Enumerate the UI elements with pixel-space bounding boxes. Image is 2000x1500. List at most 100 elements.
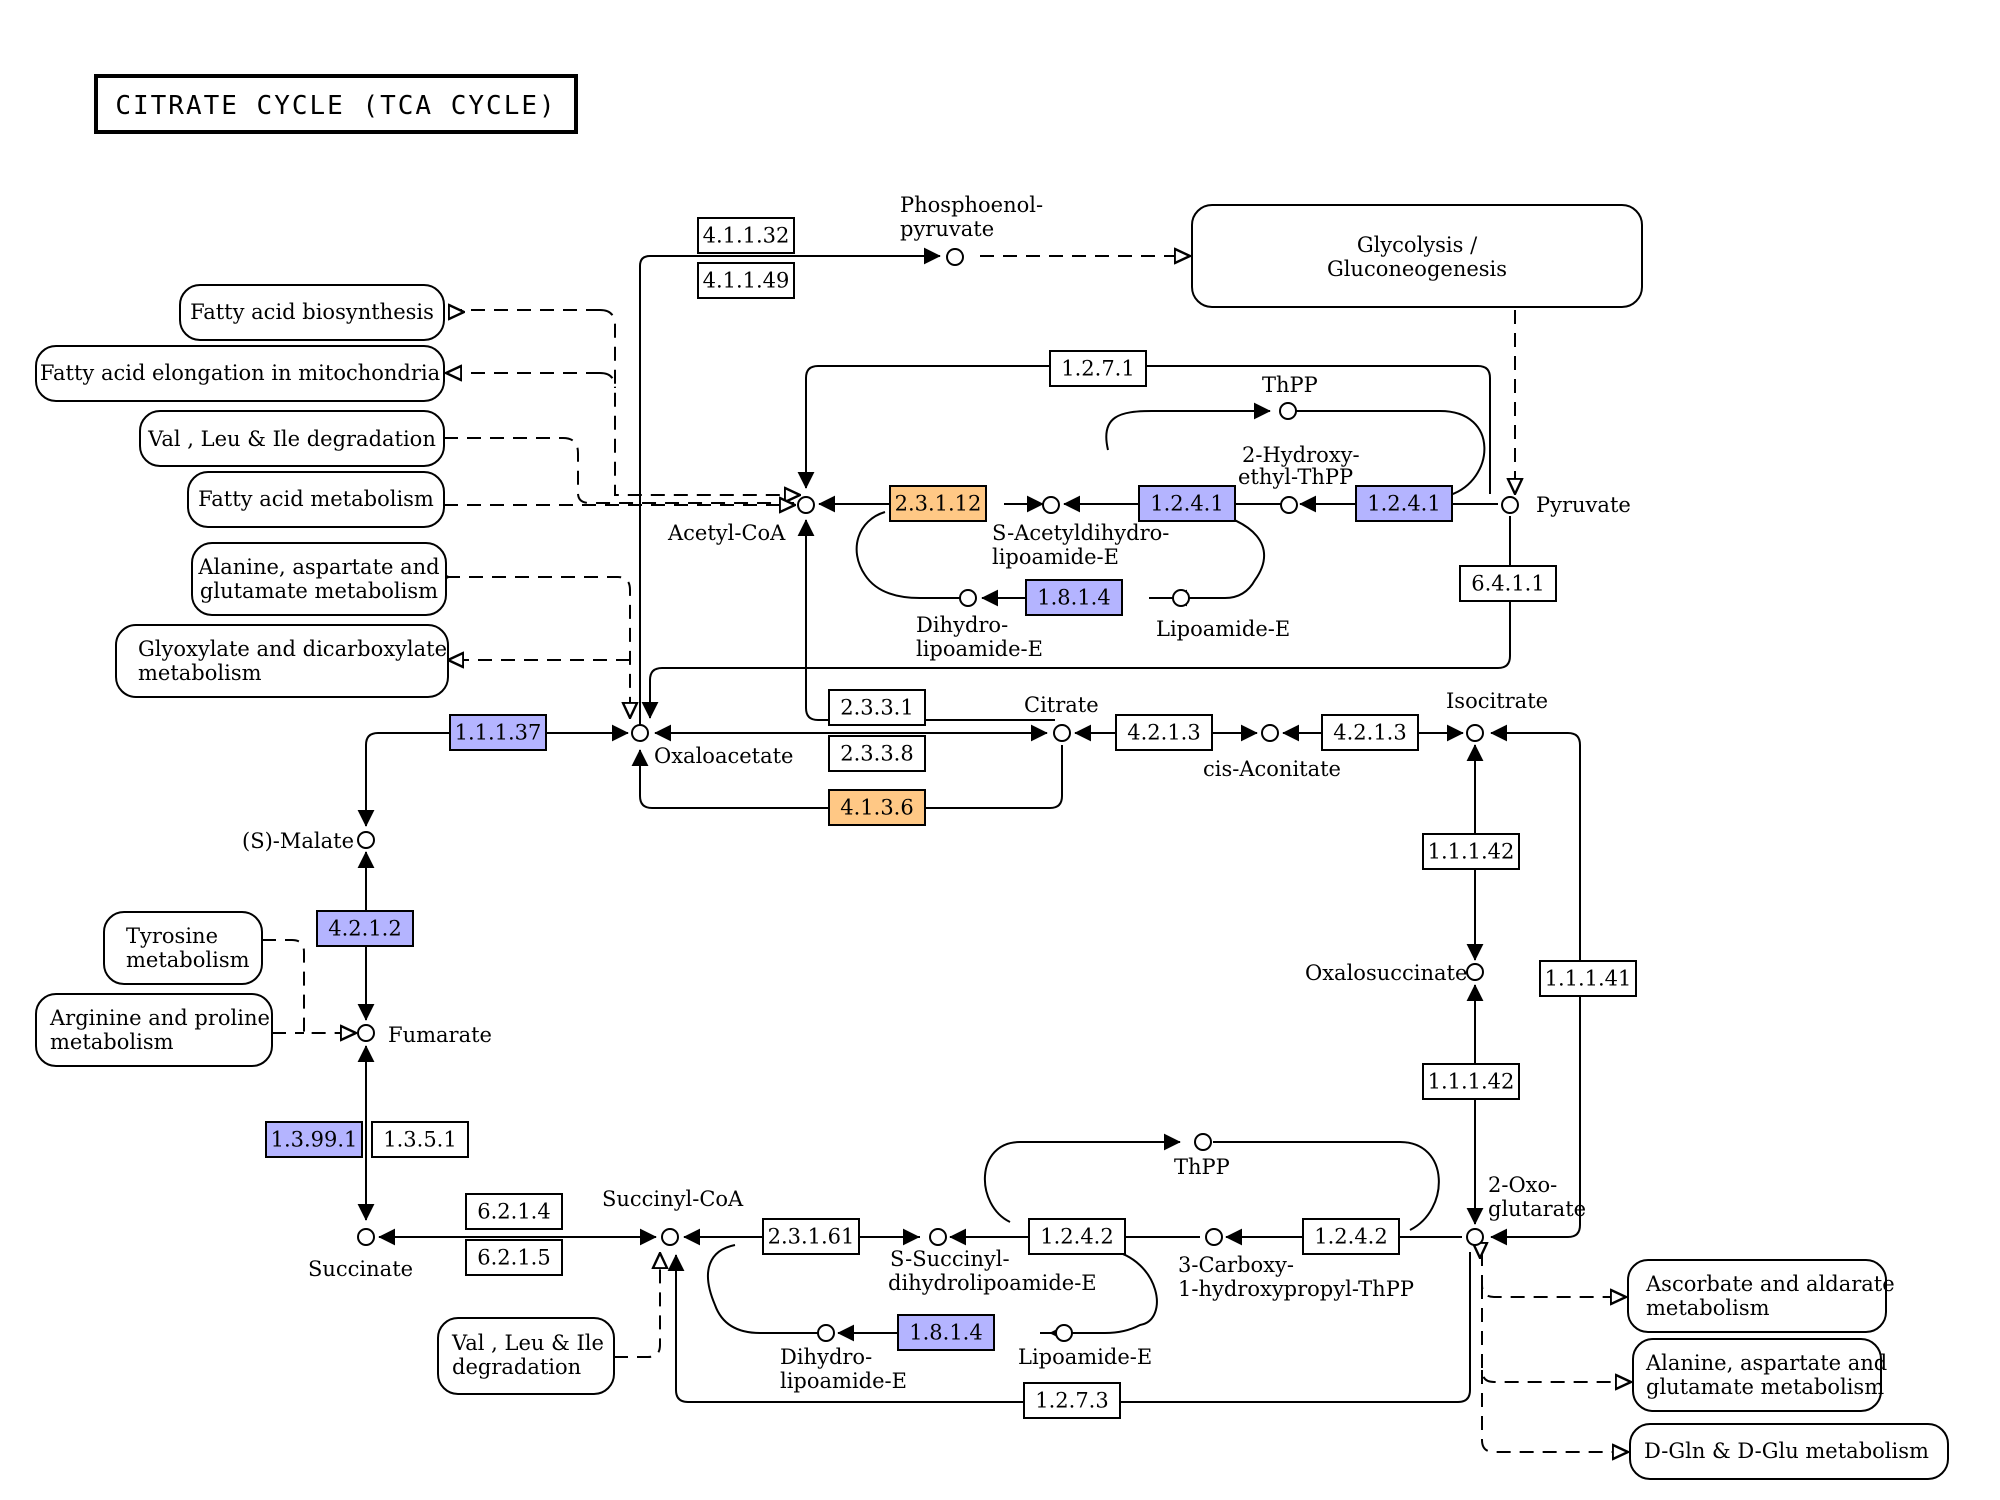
svg-text:Val , Leu & Ile degradation: Val , Leu & Ile degradation <box>147 427 436 451</box>
svg-text:Fatty acid elongation in mitoc: Fatty acid elongation in mitochondria <box>40 361 440 385</box>
compound-label-hydroxyethyl-thpp: 2-Hydroxy-ethyl-ThPP <box>1238 443 1360 489</box>
enzyme-1-2-4-1-b[interactable]: 1.2.4.1 <box>1355 485 1453 522</box>
enzyme-6-2-1-5[interactable]: 6.2.1.5 <box>465 1239 563 1276</box>
svg-text:1.2.4.2: 1.2.4.2 <box>1314 1225 1387 1249</box>
compound-node-carboxy-hydroxypropyl-thpp[interactable] <box>1205 1228 1223 1246</box>
compound-label-oxalosuccinate: Oxalosuccinate <box>1305 961 1467 985</box>
enzyme-1-1-1-37[interactable]: 1.1.1.37 <box>449 714 547 751</box>
svg-text:1.3.5.1: 1.3.5.1 <box>383 1128 456 1152</box>
svg-text:6.2.1.5: 6.2.1.5 <box>477 1246 550 1270</box>
compound-label-pyruvate: Pyruvate <box>1536 493 1631 517</box>
compound-node-fumarate[interactable] <box>357 1024 375 1042</box>
svg-text:1.1.1.41: 1.1.1.41 <box>1545 967 1632 991</box>
compound-node-cis-aconitate[interactable] <box>1261 724 1279 742</box>
compound-node-succinate[interactable] <box>357 1228 375 1246</box>
compound-label-malate: (S)-Malate <box>242 829 354 853</box>
enzyme-2-3-3-8[interactable]: 2.3.3.8 <box>828 735 926 772</box>
compound-label-pep: Phosphoenol-pyruvate <box>900 193 1043 241</box>
enzyme-1-2-7-1[interactable]: 1.2.7.1 <box>1049 350 1147 387</box>
svg-text:Fatty acid metabolism: Fatty acid metabolism <box>198 487 434 511</box>
svg-text:1.8.1.4: 1.8.1.4 <box>1037 586 1110 610</box>
svg-text:Glycolysis /Gluconeogenesis: Glycolysis /Gluconeogenesis <box>1327 233 1507 281</box>
compound-label-lipoamide-bottom: Lipoamide-E <box>1018 1345 1152 1369</box>
enzyme-1-3-99-1[interactable]: 1.3.99.1 <box>265 1121 363 1158</box>
compound-label-dihydrolipoamide-bottom: Dihydro-lipoamide-E <box>780 1345 907 1393</box>
compound-label-thpp-bottom: ThPP <box>1174 1155 1230 1179</box>
enzyme-2-3-1-61[interactable]: 2.3.1.61 <box>762 1218 860 1255</box>
map-d-gln-d-glu[interactable]: D-Gln & D-Glu metabolism <box>1629 1423 1949 1480</box>
map-fatty-acid-metabolism[interactable]: Fatty acid metabolism <box>187 471 445 528</box>
compound-node-s-acetyldihydrolipoamide[interactable] <box>1042 496 1060 514</box>
svg-text:1.8.1.4: 1.8.1.4 <box>909 1321 982 1345</box>
compound-node-lipoamide-top[interactable] <box>1172 589 1190 607</box>
compound-node-s-succinyldihydrolipoamide[interactable] <box>929 1228 947 1246</box>
map-link-lines <box>262 256 1631 1452</box>
enzyme-6-4-1-1[interactable]: 6.4.1.1 <box>1459 565 1557 602</box>
enzyme-1-2-4-2-b[interactable]: 1.2.4.2 <box>1302 1218 1400 1255</box>
compound-node-dihydrolipoamide-top[interactable] <box>959 589 977 607</box>
enzyme-1-8-1-4-a[interactable]: 1.8.1.4 <box>1025 579 1123 616</box>
compound-node-malate[interactable] <box>357 831 375 849</box>
enzyme-1-2-7-3[interactable]: 1.2.7.3 <box>1023 1382 1121 1419</box>
svg-text:1.2.7.3: 1.2.7.3 <box>1035 1389 1108 1413</box>
enzyme-1-3-5-1[interactable]: 1.3.5.1 <box>371 1121 469 1158</box>
svg-text:4.1.1.49: 4.1.1.49 <box>703 269 790 293</box>
svg-text:Fatty acid biosynthesis: Fatty acid biosynthesis <box>190 300 434 324</box>
enzyme-4-1-1-32[interactable]: 4.1.1.32 <box>697 217 795 254</box>
svg-text:1.2.4.1: 1.2.4.1 <box>1367 492 1440 516</box>
compound-label-s-acetyldihydrolipoamide: S-Acetyldihydro-lipoamide-E <box>992 521 1169 569</box>
enzyme-4-1-1-49[interactable]: 4.1.1.49 <box>697 262 795 299</box>
enzyme-1-8-1-4-b[interactable]: 1.8.1.4 <box>897 1314 995 1351</box>
compound-node-pep[interactable] <box>946 248 964 266</box>
map-fatty-acid-elongation[interactable]: Fatty acid elongation in mitochondria <box>35 345 445 402</box>
map-val-leu-ile-degradation-top[interactable]: Val , Leu & Ile degradation <box>139 410 445 467</box>
map-fatty-acid-biosynthesis[interactable]: Fatty acid biosynthesis <box>179 284 445 341</box>
enzyme-4-1-3-6[interactable]: 4.1.3.6 <box>828 789 926 826</box>
compound-label-fumarate: Fumarate <box>388 1023 492 1047</box>
compound-node-isocitrate[interactable] <box>1466 724 1484 742</box>
compound-node-oxaloacetate[interactable] <box>631 724 649 742</box>
compound-node-dihydrolipoamide-bottom[interactable] <box>817 1324 835 1342</box>
enzyme-1-1-1-41[interactable]: 1.1.1.41 <box>1539 960 1637 997</box>
compound-label-carboxy-hydroxypropyl-thpp: 3-Carboxy-1-hydroxypropyl-ThPP <box>1178 1253 1414 1301</box>
enzyme-2-3-1-12[interactable]: 2.3.1.12 <box>889 485 987 522</box>
enzyme-1-2-4-2-a[interactable]: 1.2.4.2 <box>1028 1218 1126 1255</box>
compound-node-oxalosuccinate[interactable] <box>1466 963 1484 981</box>
enzyme-4-2-1-3-a[interactable]: 4.2.1.3 <box>1115 714 1213 751</box>
enzyme-1-2-4-1-a[interactable]: 1.2.4.1 <box>1138 485 1236 522</box>
compound-node-pyruvate[interactable] <box>1501 496 1519 514</box>
svg-text:CITRATE CYCLE (TCA CYCLE): CITRATE CYCLE (TCA CYCLE) <box>115 91 556 121</box>
compound-node-thpp-top[interactable] <box>1279 402 1297 420</box>
enzyme-4-2-1-2[interactable]: 4.2.1.2 <box>316 910 414 947</box>
compound-label-s-succinyldihydrolipoamide: S-Succinyl-dihydrolipoamide-E <box>888 1247 1097 1295</box>
map-glycolysis-gluconeogenesis[interactable]: Glycolysis /Gluconeogenesis <box>1191 204 1643 308</box>
compound-node-hydroxyethyl-thpp[interactable] <box>1280 496 1298 514</box>
enzyme-1-1-1-42-a[interactable]: 1.1.1.42 <box>1422 833 1520 870</box>
compound-node-lipoamide-bottom[interactable] <box>1055 1324 1073 1342</box>
svg-text:4.2.1.3: 4.2.1.3 <box>1333 721 1406 745</box>
compound-node-citrate[interactable] <box>1053 724 1071 742</box>
compound-node-succinyl-coa[interactable] <box>661 1228 679 1246</box>
compound-nodes <box>357 248 1519 1342</box>
enzyme-2-3-3-1[interactable]: 2.3.3.1 <box>828 689 926 726</box>
enzyme-1-1-1-42-b[interactable]: 1.1.1.42 <box>1422 1063 1520 1100</box>
svg-text:2.3.1.12: 2.3.1.12 <box>895 492 982 516</box>
enzyme-4-2-1-3-b[interactable]: 4.2.1.3 <box>1321 714 1419 751</box>
map-boxes: Glycolysis /Gluconeogenesis Fatty acid b… <box>35 204 1949 1480</box>
compound-node-thpp-bottom[interactable] <box>1194 1133 1212 1151</box>
compound-node-acetyl-coa[interactable] <box>797 496 815 514</box>
compound-node-2-oxoglutarate[interactable] <box>1466 1228 1484 1246</box>
svg-text:1.1.1.42: 1.1.1.42 <box>1428 1070 1515 1094</box>
enzyme-6-2-1-4[interactable]: 6.2.1.4 <box>465 1193 563 1230</box>
svg-text:4.1.3.6: 4.1.3.6 <box>840 796 913 820</box>
